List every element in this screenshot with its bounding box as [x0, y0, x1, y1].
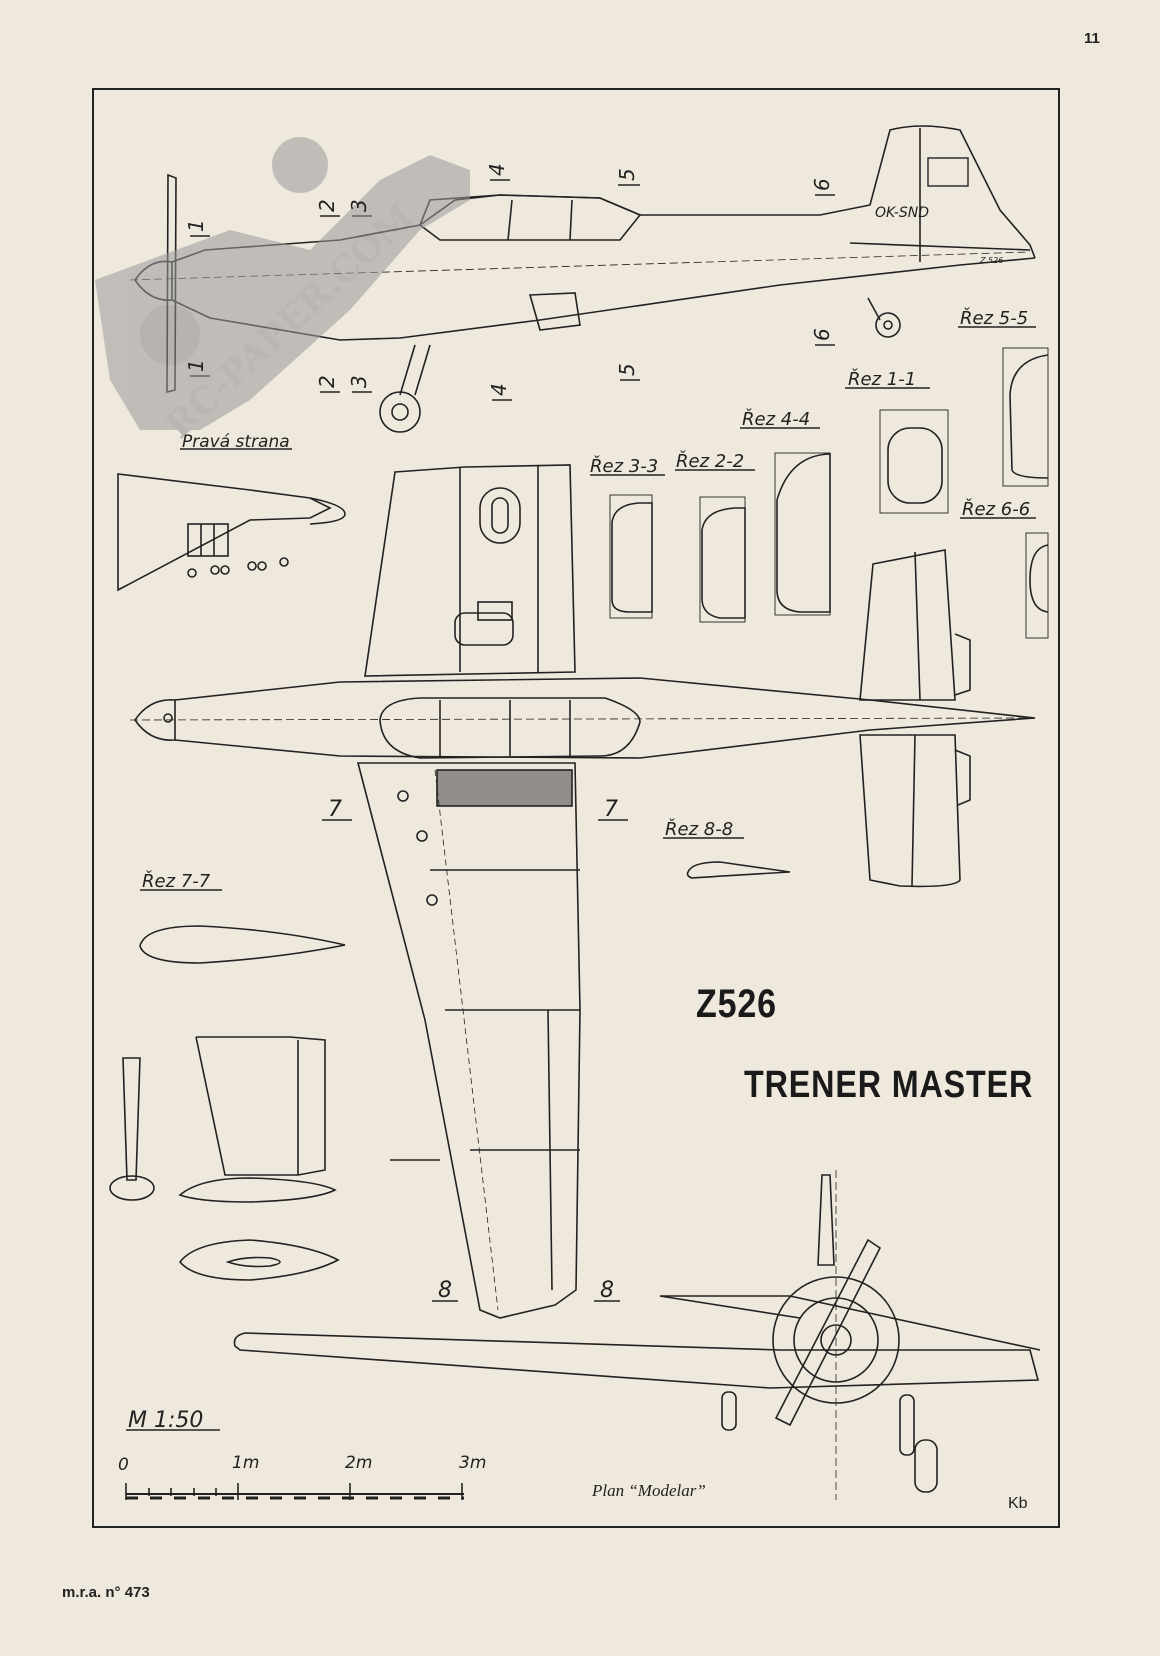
page-number: 11: [1084, 30, 1100, 47]
station-mark-7-left: 7: [328, 797, 342, 822]
station-mark-6-top: 6: [810, 178, 834, 191]
section-label-3-3: Řez 3-3: [590, 455, 658, 477]
drawing-frame: [92, 88, 1060, 1528]
station-mark-3-bottom: 3: [347, 375, 371, 388]
section-label-1-1: Řez 1-1: [848, 368, 916, 390]
side-view-label: Pravá strana: [182, 432, 290, 452]
section-label-5-5: Řez 5-5: [960, 307, 1028, 329]
section-label-2-2: Řez 2-2: [676, 450, 744, 472]
front-view: [233, 1170, 1041, 1500]
section-grids: [609, 347, 1049, 639]
station-mark-4-bottom: 4: [487, 383, 511, 396]
top-view: [129, 464, 1036, 1319]
scale-tick-3m: 3m: [459, 1453, 486, 1473]
section-label-6-6: Řez 6-6: [962, 498, 1030, 520]
station-mark-7-right: 7: [604, 797, 618, 822]
station-mark-2-bottom: 2: [315, 375, 339, 388]
station-mark-8-left: 8: [438, 1278, 452, 1303]
station-mark-5-top: 5: [615, 168, 639, 181]
tail-code-label: Z 526: [979, 256, 1003, 265]
scale-bar: [125, 1483, 464, 1500]
scale-tick-2m: 2m: [345, 1453, 372, 1473]
section-label-8-8: Řez 8-8: [665, 818, 733, 840]
rc-paper-watermark-logo: RC-PAPER.COM: [95, 137, 470, 447]
station-underlines: [126, 179, 1036, 1431]
section-label-7-7: Řez 7-7: [142, 870, 211, 892]
section-label-4-4: Řez 4-4: [742, 408, 810, 430]
scale-tick-0: 0: [118, 1455, 129, 1475]
author-initials: Kb: [1008, 1495, 1028, 1512]
model-title: Z526: [696, 982, 777, 1026]
plan-credit: Plan “Modelar”: [591, 1481, 706, 1500]
magazine-footer: m.r.a. n° 473: [62, 1584, 150, 1601]
station-mark-1-bottom: 1: [184, 359, 208, 372]
scale-tick-1m: 1m: [232, 1453, 259, 1473]
station-mark-5-bottom: 5: [615, 363, 639, 376]
station-mark-1-top: 1: [184, 219, 208, 232]
cowl-top-detail: [117, 473, 346, 592]
drawing-labels: Pravá strana OK-SND Z 526 1 1 2 2 3 3 4 …: [118, 163, 1030, 1512]
registration-label: OK-SND: [875, 205, 929, 221]
station-mark-3-top: 3: [347, 199, 371, 212]
airfoil-details: [109, 861, 791, 1281]
station-mark-4-top: 4: [485, 163, 509, 176]
station-mark-2-top: 2: [315, 199, 339, 212]
station-mark-6-bottom: 6: [810, 328, 834, 341]
station-mark-8-right: 8: [600, 1278, 614, 1303]
scale-label: M 1:50: [128, 1408, 203, 1433]
model-name: TRENER MASTER: [744, 1064, 1034, 1106]
